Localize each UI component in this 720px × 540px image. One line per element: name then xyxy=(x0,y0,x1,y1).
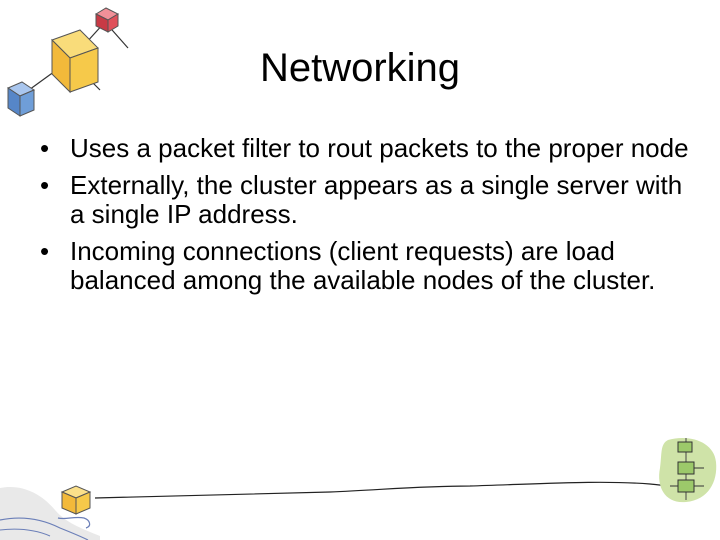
bullet-item: • Uses a packet filter to rout packets t… xyxy=(40,134,700,163)
yellow-cube xyxy=(51,29,99,94)
red-cube xyxy=(94,7,120,33)
bullet-item: • Externally, the cluster appears as a s… xyxy=(40,171,700,229)
bullet-item: • Incoming connections (client requests)… xyxy=(40,237,700,295)
bullet-marker: • xyxy=(40,236,50,266)
bullet-text: Externally, the cluster appears as a sin… xyxy=(70,170,683,229)
bullet-marker: • xyxy=(40,170,50,200)
blue-cube xyxy=(6,81,36,117)
bullet-list: • Uses a packet filter to rout packets t… xyxy=(40,134,700,303)
network-nodes-clipart-icon xyxy=(6,7,129,117)
slide-title: Networking xyxy=(259,46,461,90)
server-stack-clipart-icon xyxy=(659,438,717,503)
network-cable-line xyxy=(94,481,691,499)
bullet-text: Uses a packet filter to rout packets to … xyxy=(70,133,689,163)
bullet-text: Incoming connections (client requests) a… xyxy=(70,236,656,295)
bullet-marker: • xyxy=(40,133,50,163)
hand-holding-cube-clipart-icon xyxy=(0,485,100,540)
